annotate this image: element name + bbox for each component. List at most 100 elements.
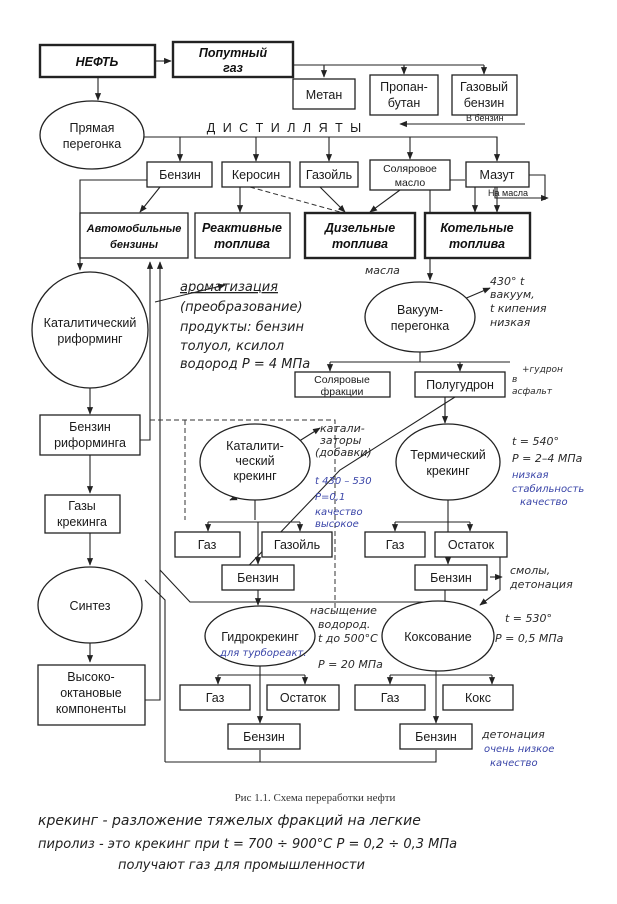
svg-text:Газ: Газ	[206, 691, 225, 705]
svg-text:водород.: водород.	[318, 618, 370, 631]
svg-text:Бензин: Бензин	[430, 571, 472, 585]
footnotes: крекинг - разложение тяжелых фракций на …	[38, 813, 457, 873]
svg-text:Каталити-: Каталити-	[226, 439, 284, 453]
node-poputny-gaz: Попутный газ	[171, 40, 295, 79]
svg-text:газ: газ	[223, 61, 243, 75]
svg-text:получают газ для промышленност: получают газ для промышленности	[118, 858, 365, 873]
svg-text:P = 0,5 МПа: P = 0,5 МПа	[495, 632, 564, 645]
node-gazovy-benzin: Газовый бензин	[451, 74, 518, 116]
note-detonaciya: детонация очень низкое качество	[481, 728, 554, 769]
svg-text:смолы,: смолы,	[510, 564, 550, 577]
svg-text:Метан: Метан	[306, 88, 343, 102]
label-distillyaty: Д И С Т И Л Л Я Т Ы	[207, 121, 364, 135]
note-masla: масла	[365, 264, 400, 277]
svg-text:пиролиз - это крекинг при t =: пиролиз - это крекинг при t = 700 ÷ 900°…	[38, 837, 457, 852]
note-aromatizaciya: ароматизация (преобразование) продукты: …	[180, 280, 310, 372]
svg-text:Бензин: Бензин	[159, 168, 201, 182]
svg-text:t 430 – 530: t 430 – 530	[315, 476, 372, 487]
svg-text:качество: качество	[520, 497, 568, 508]
svg-text:430° t: 430° t	[490, 275, 525, 288]
svg-text:Остаток: Остаток	[448, 538, 495, 552]
svg-text:крекинг: крекинг	[233, 469, 277, 483]
node-benzin-riforminga: Бензин риформинга	[39, 414, 141, 456]
note-katalizatory: катали- заторы (добавки)	[315, 422, 372, 459]
svg-text:Бензин: Бензин	[69, 420, 111, 434]
node-polugudron: Полугудрон	[414, 371, 506, 398]
node-koks: Кокс	[442, 684, 514, 711]
figure-caption: Рис 1.1. Схема переработки нефти	[235, 792, 396, 804]
svg-text:Газойль: Газойль	[306, 168, 352, 182]
svg-text:Бензин: Бензин	[243, 730, 285, 744]
svg-text:стабильность: стабильность	[512, 483, 584, 495]
svg-text:водород P = 4 МПа: водород P = 4 МПа	[180, 357, 310, 372]
svg-text:Котельные: Котельные	[440, 221, 513, 235]
svg-text:Газовый: Газовый	[460, 80, 508, 94]
svg-text:ароматизация: ароматизация	[180, 280, 278, 295]
svg-text:в: в	[512, 375, 517, 385]
svg-text:перегонка: перегонка	[391, 319, 450, 333]
svg-text:+гудрон: +гудрон	[522, 365, 563, 375]
svg-text:вакуум,: вакуум,	[490, 288, 535, 301]
node-term-kreking: Термический крекинг	[395, 423, 501, 501]
svg-text:Синтез: Синтез	[70, 599, 111, 613]
node-mazut: Мазут	[465, 161, 530, 188]
svg-text:Газы: Газы	[68, 499, 96, 513]
svg-text:P=0,1: P=0,1	[315, 492, 345, 503]
svg-text:Термический: Термический	[410, 448, 486, 462]
node-gaz-4: Газ	[354, 684, 426, 711]
note-gidro-use: для турбореакт.	[219, 647, 307, 659]
svg-text:Газ: Газ	[198, 538, 217, 552]
svg-text:Полугудрон: Полугудрон	[426, 378, 494, 392]
svg-text:асфальт: асфальт	[512, 387, 553, 397]
svg-text:Реактивные: Реактивные	[202, 221, 282, 235]
svg-text:Коксование: Коксование	[404, 630, 472, 644]
svg-text:низкая: низкая	[490, 316, 531, 329]
svg-text:(преобразование): (преобразование)	[180, 300, 303, 315]
node-gaz-3: Газ	[179, 684, 251, 711]
svg-text:масло: масло	[395, 177, 426, 189]
svg-text:Каталитический: Каталитический	[44, 316, 137, 330]
note-kat-params: t 430 – 530 P=0,1 качество высокое	[315, 476, 372, 530]
svg-text:P = 2–4 МПа: P = 2–4 МПа	[512, 452, 583, 465]
note-gudron: +гудрон в асфальт	[512, 365, 563, 397]
svg-text:бензин: бензин	[464, 96, 505, 110]
svg-text:риформинга: риформинга	[54, 436, 126, 450]
svg-text:бензины: бензины	[110, 239, 159, 251]
node-sintez: Синтез	[37, 566, 143, 644]
svg-text:Пропан-: Пропан-	[380, 80, 428, 94]
svg-text:Соляровые: Соляровые	[314, 374, 370, 386]
svg-text:крекинга: крекинга	[57, 515, 107, 529]
note-vakuum: 430° t вакуум, t кипения низкая	[490, 275, 547, 329]
svg-text:Газойль: Газойль	[274, 538, 320, 552]
svg-text:Вакуум-: Вакуум-	[397, 303, 443, 317]
svg-text:t = 530°: t = 530°	[505, 612, 552, 625]
svg-text:Гидрокрекинг: Гидрокрекинг	[221, 630, 299, 644]
svg-text:Дизельные: Дизельные	[324, 221, 395, 235]
svg-text:Мазут: Мазут	[480, 168, 515, 182]
svg-text:октановые: октановые	[60, 686, 122, 700]
note-smoly: смолы, детонация	[509, 564, 573, 591]
svg-text:крекинг: крекинг	[426, 464, 470, 478]
svg-text:детонация: детонация	[509, 578, 573, 591]
node-ostatok-2: Остаток	[266, 684, 340, 711]
svg-text:(добавки): (добавки)	[315, 446, 372, 459]
svg-text:топлива: топлива	[214, 237, 270, 251]
svg-text:качество: качество	[490, 758, 538, 769]
node-gazy-krekinga: Газы крекинга	[44, 494, 121, 534]
note-gidro-params: насыщение водород. t до 500°C P = 20 МПа	[310, 604, 383, 671]
node-kat-kreking: Каталити- ческий крекинг	[199, 423, 311, 501]
node-ostatok-1: Остаток	[434, 531, 508, 558]
node-gaz-2: Газ	[364, 531, 426, 558]
svg-text:Соляровое: Соляровое	[383, 163, 437, 175]
node-neft: НЕФТЬ	[38, 43, 157, 79]
svg-text:перегонка: перегонка	[63, 137, 122, 151]
note-term-quality: низкая стабильность качество	[512, 470, 584, 508]
node-benzin-1: Бензин	[146, 161, 213, 188]
label-v-benzin: В бензин	[466, 113, 504, 123]
node-gazoil-2: Газойль	[261, 531, 333, 558]
svg-text:заторы: заторы	[320, 434, 362, 447]
svg-text:Остаток: Остаток	[280, 691, 327, 705]
